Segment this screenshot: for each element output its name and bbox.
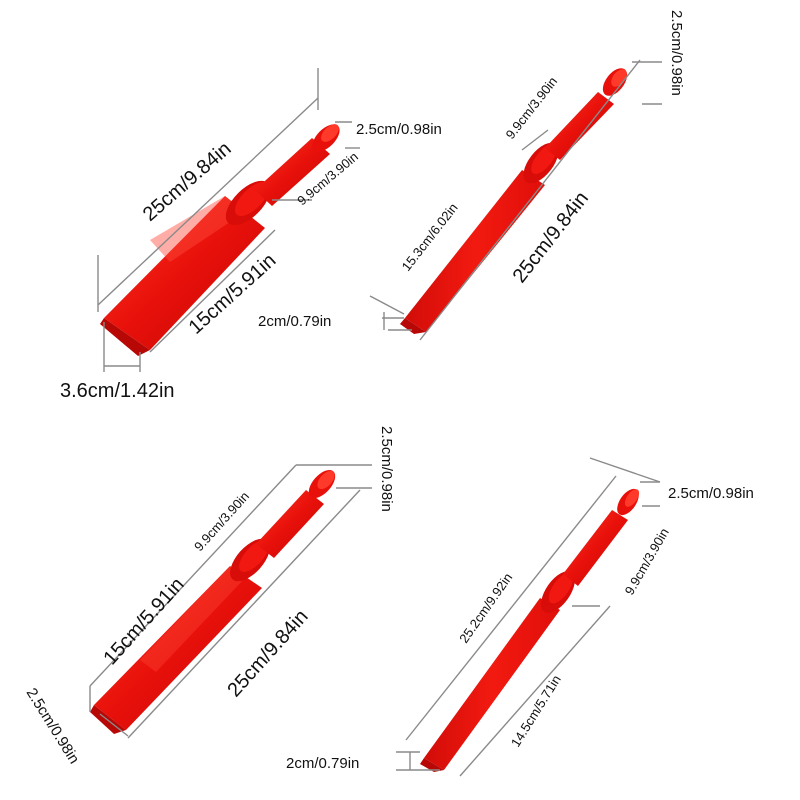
- tool-4-scraper-image: [420, 488, 640, 772]
- tool-3-blade-width-label: 2.5cm/0.98in: [23, 685, 83, 767]
- tool-4-blade-length-label: 14.5cm/5.71in: [508, 672, 564, 749]
- tool-4-total-length-label: 25.2cm/9.92in: [456, 570, 515, 646]
- tool-3-dimension-lines: [89, 464, 372, 739]
- tool-1-scraper-image: [100, 124, 340, 356]
- tool-2-handle-length-label: 9.9cm/3.90in: [503, 74, 561, 142]
- tool-1-group: 25cm/9.84in 2.5cm/0.98in 9.9cm/3.90in 15…: [60, 68, 442, 402]
- tool-4-blade-width-label: 2cm/0.79in: [286, 755, 359, 772]
- tool-2-scraper-image: [400, 68, 628, 334]
- tool-3-total-length-label: 25cm/9.84in: [223, 606, 312, 702]
- tool-1-dimension-lines: [97, 68, 360, 372]
- tool-1-blade-width-label: 3.6cm/1.42in: [60, 380, 175, 402]
- tool-3-group: 2.5cm/0.98in 9.9cm/3.90in 15cm/5.91in 25…: [23, 426, 395, 767]
- tool-4-handle-end-width-label: 2.5cm/0.98in: [668, 485, 754, 502]
- tool-4-handle-length-label: 9.9cm/3.90in: [622, 526, 672, 598]
- tool-1-handle-end-width-label: 2.5cm/0.98in: [356, 121, 442, 138]
- tool-4-group: 2.5cm/0.98in 9.9cm/3.90in 25.2cm/9.92in …: [286, 457, 754, 777]
- tool-3-scraper-image: [90, 470, 336, 734]
- tool-2-handle-end-width-label: 2.5cm/0.98in: [668, 10, 685, 96]
- tool-2-dimension-lines: [369, 59, 662, 341]
- tool-3-handle-end-width-label: 2.5cm/0.98in: [378, 426, 395, 512]
- tool-2-blade-width-label: 2cm/0.79in: [258, 313, 331, 330]
- tool-4-dimension-lines: [396, 457, 661, 777]
